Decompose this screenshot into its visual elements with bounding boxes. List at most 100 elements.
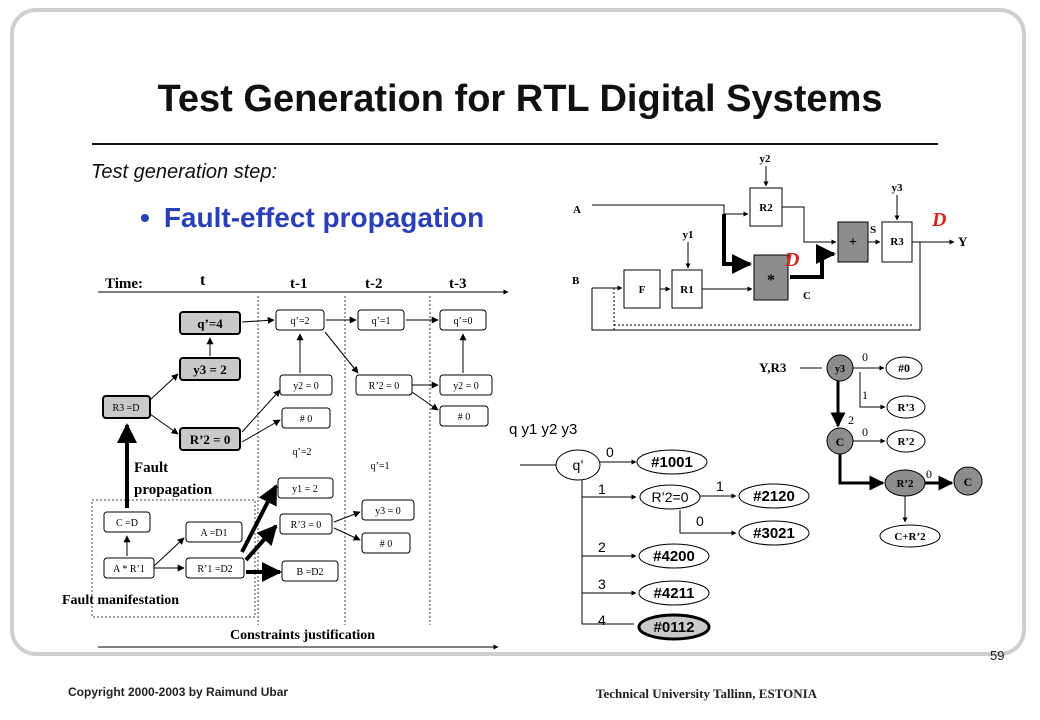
tree2-leaf-cr-label: C+R’2	[894, 531, 926, 543]
node-q2-label: q’=2	[291, 316, 310, 327]
tree2-branch-a1: 1	[862, 388, 868, 402]
tree2-branch-b0: 0	[862, 425, 868, 439]
tree2-leaf-r3	[886, 395, 926, 419]
node-y1-2-label: y1 = 2	[292, 484, 318, 495]
wire-r2-add	[782, 206, 837, 245]
rtl-circuit: R2 y2 F R1 y1 * + R3 y3 S A B C Y	[572, 153, 968, 331]
fault-d-label-1: D	[784, 249, 799, 271]
block-f	[623, 269, 661, 309]
node-y3	[179, 357, 241, 381]
register-r2	[749, 187, 783, 227]
tree1-branch-3: 3	[598, 576, 606, 592]
title-rule	[92, 143, 938, 145]
decision-tree-q: q y1 y2 y3 q’ 0 1 2 3 4 1 0 #1001 R’2=0 …	[509, 421, 810, 641]
label-q1b: q’=1	[371, 461, 390, 472]
node-q1	[357, 309, 405, 331]
leaf-3021	[738, 520, 810, 546]
timeline-diagram: Time: t t-1 t-2 t-3 q’=4 y3 = 2 R3 =D R’…	[62, 272, 509, 650]
tree1-branch-0: 0	[606, 444, 614, 460]
tree1-branch-4: 4	[598, 612, 606, 628]
tree2-node-r2-label: R’2	[896, 478, 914, 490]
tree2-branch-a0: 0	[862, 350, 868, 364]
node-r3	[102, 395, 151, 419]
input-a-label: A	[573, 204, 581, 216]
wire-feedback	[591, 242, 921, 331]
node-bd-label: B =D2	[296, 567, 323, 578]
register-r1	[671, 269, 703, 309]
decision-tree-y: Y,R3 y3 C R’2 C #0 R’3 R’2 C+R’2 0	[759, 350, 983, 548]
edge	[149, 373, 179, 401]
leaf-4200	[638, 543, 710, 569]
r2-label: R2	[759, 202, 773, 214]
constraints-label: Constraints justification	[230, 628, 375, 643]
node-h0a-label: # 0	[300, 414, 313, 425]
edge	[153, 537, 185, 567]
node-r3-0	[279, 513, 333, 535]
edge	[241, 389, 281, 433]
node-r3-label: R3 =D	[112, 403, 139, 414]
bullet-item: •Fault-effect propagation	[140, 202, 484, 234]
node-cd-label: C =D	[116, 518, 138, 529]
leaf-4211	[638, 580, 710, 606]
node-q0-label: q’=0	[454, 316, 473, 327]
r1-label: R1	[680, 284, 693, 296]
copyright-text: Copyright 2000-2003 by Raimund Ubar	[68, 685, 289, 699]
node-r2b-label: R’2 = 0	[369, 381, 400, 392]
leaf-0112	[637, 613, 711, 641]
node-arr-label: A * R’1	[113, 564, 145, 575]
leaf-0112-label: #0112	[654, 619, 695, 636]
bullet-icon: •	[140, 202, 150, 233]
node-r2	[179, 427, 241, 451]
tree2-node-y3-label: y3	[835, 364, 845, 375]
node-ad-label: A =D1	[200, 528, 227, 539]
bold-wire-mult-add	[790, 244, 836, 279]
time-col-t: t	[200, 272, 206, 289]
mult-label: *	[767, 272, 775, 289]
tree1-sub-branch-0: 0	[696, 513, 704, 529]
node-ad	[185, 521, 243, 543]
adder-block	[837, 221, 869, 263]
f-label: F	[639, 284, 646, 296]
time-label: Time:	[105, 276, 143, 292]
node-bd	[281, 560, 339, 582]
node-q0	[439, 309, 487, 331]
node-q4	[179, 311, 241, 335]
node-y2b	[439, 374, 493, 396]
y1-label: y1	[683, 229, 694, 241]
node-cd	[103, 511, 151, 533]
tree1-root-node	[555, 449, 601, 481]
step-label: Test generation step:	[91, 161, 278, 183]
tree1-root-label: q’	[573, 457, 584, 473]
node-h0b-label: # 0	[380, 539, 393, 550]
tree2-edge	[859, 372, 886, 410]
node-y2-0	[279, 374, 333, 396]
node-q2	[275, 309, 325, 331]
edge	[333, 510, 361, 523]
leaf-1001	[636, 449, 708, 475]
r3-label: R3	[890, 236, 904, 248]
leaf-4211-label: #4211	[654, 585, 695, 602]
node-h0c	[439, 405, 489, 427]
leaf-2120	[738, 483, 810, 509]
node-r1d	[185, 557, 245, 579]
edge	[241, 419, 281, 443]
node-r3-0-label: R’3 = 0	[291, 520, 322, 531]
node-y3-0	[361, 499, 415, 521]
time-col-t3: t-3	[449, 276, 467, 292]
tree1-header: q y1 y2 y3	[509, 421, 577, 438]
bold-edge	[244, 524, 278, 562]
node-y2b-label: y2 = 0	[453, 381, 479, 392]
fault-manifestation-label: Fault manifestation	[62, 593, 179, 608]
bold-wire-a	[722, 214, 752, 274]
node-r2-label: R’2 = 0	[190, 432, 231, 447]
node-y1-2	[277, 477, 334, 499]
fault-prop-label-2: propagation	[134, 482, 213, 498]
wire-a	[592, 204, 749, 217]
leaf-4200-label: #4200	[653, 548, 695, 565]
university-text: Technical University Tallinn, ESTONIA	[596, 686, 818, 701]
y2-label: y2	[760, 153, 772, 165]
node-y3-0-label: y3 = 0	[375, 506, 401, 517]
edge	[333, 527, 361, 541]
c-label: C	[803, 290, 811, 302]
tree2-branch-a2: 2	[848, 413, 854, 427]
